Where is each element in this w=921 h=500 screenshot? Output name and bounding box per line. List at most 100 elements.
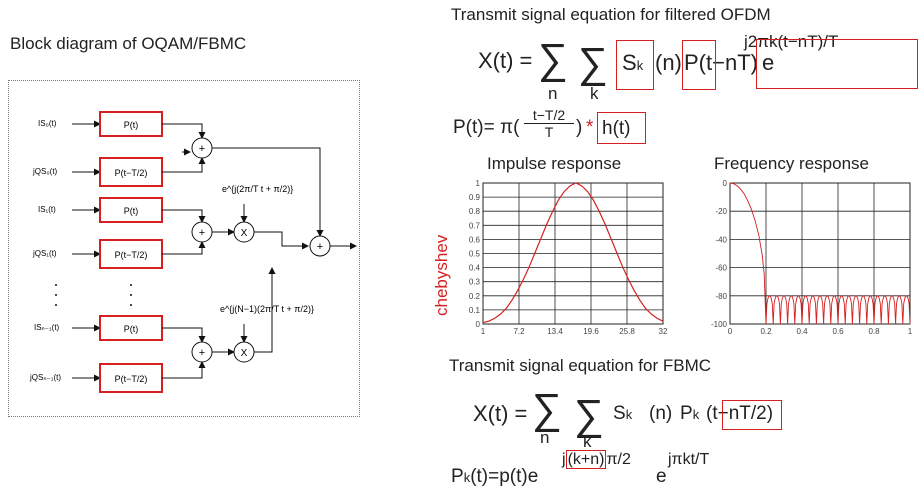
ofdm-p-box [682,40,716,90]
impulse-x-tick: 25.8 [619,327,635,336]
fbmc-sk: Sk [613,403,632,425]
sum-sign-n: ∑ [538,35,568,82]
fbmc-exp-b: jπkt/T [668,451,710,468]
frequency-y-tick: -40 [715,235,727,244]
fbmc-pk2-symbol: P [451,466,464,487]
ofdm-exp-box [756,39,918,89]
pt-close: ) [576,117,583,138]
impulse-y-tick: 0.2 [469,292,481,301]
fbmc-n-term: (n) [649,403,673,424]
block-diagram-title: Block diagram of OQAM/FBMC [10,34,247,53]
frequency-plot-area [729,182,911,325]
ht-box [597,112,646,144]
fbmc-exp-a-box-text: (k+n) [565,450,607,469]
ofdm-p-term: P(t−nT) [684,50,758,75]
fbmc-pk-sub: k [692,407,700,422]
filter-block-2: P(t) [99,197,163,223]
impulse-y-tick: 0.9 [469,193,481,202]
impulse-y-tick: 0.6 [469,235,481,244]
frequency-title: Frequency response [714,154,869,173]
svg-text:P(t): P(t) [124,206,139,216]
impulse-y-tick: 0.4 [469,264,481,273]
impulse-x-tick: 19.6 [583,327,599,336]
input-label-jqsn1: jQSₙ₋₁(t) [29,373,61,382]
svg-text:P(t): P(t) [124,324,139,334]
frequency-x-tick: 0.2 [760,327,772,336]
svg-text:P(t−T/2): P(t−T/2) [115,374,148,384]
fbmc-pk2-sub: k [463,470,471,485]
filter-block-0: P(t) [99,111,163,137]
fbmc-exp-a-rest: π/2 [606,451,631,468]
pt-fraction: t−T/2 T [524,107,574,140]
diagram-frame [8,80,360,417]
pt-lhs: P(t)= π( [453,117,520,138]
impulse-y-tick: 1 [476,179,481,188]
impulse-x-tick: 7.2 [513,327,525,336]
fbmc-arg-box [722,400,782,430]
fbmc-exp-a: j(k+n)π/2 [562,450,631,469]
ofdm-sk-symbol: S [622,50,637,75]
ht: h(t) [602,118,631,139]
input-label-jqs1: jQS₁(t) [32,249,57,258]
impulse-x-tick: 1 [481,327,486,336]
filter-block-4: P(t) [99,315,163,341]
fbmc-pk2: Pk(t)=p(t)e [451,466,538,488]
svg-text:P(t−T/2): P(t−T/2) [115,168,148,178]
ofdm-exp: j2πk(t−nT)/T [744,32,839,51]
sum-sign-k: ∑ [578,39,608,86]
final-adder: + [309,235,331,257]
fbmc-pk2-eq: (t)=p(t)e [470,466,539,487]
ofdm-e: e [762,50,775,75]
frequency-x-tick: 0.4 [796,327,808,336]
impulse-x-tick: 32 [659,327,668,336]
impulse-line [482,182,664,324]
svg-text:X: X [241,228,248,239]
ofdm-sk-sub: k [636,58,644,73]
fbmc-sk-symbol: S [613,403,626,424]
ofdm-n-term: (n) [655,50,682,75]
frequency-y-tick: -20 [715,207,727,216]
impulse-y-tick: 0.7 [469,221,481,230]
svg-text:+: + [199,227,205,239]
filter-block-3: P(t−T/2) [99,239,163,269]
impulse-y-tick: 0.5 [469,250,481,259]
ofdm-sk: Sk [622,50,643,76]
multiplier-1: X [233,341,255,363]
frequency-y-tick: 0 [723,179,728,188]
fbmc-title: Transmit signal equation for FBMC [449,356,712,375]
input-label-is0: IS₀(t) [38,119,57,128]
svg-text:X: X [241,348,248,359]
impulse-title: Impulse response [487,154,622,173]
fbmc-sk-sub: k [625,407,633,422]
frequency-y-tick: -60 [715,264,727,273]
impulse-y-tick: 0 [476,320,481,329]
svg-text:+: + [317,241,323,253]
frequency-x-tick: 0.8 [868,327,880,336]
ofdm-sum-k: k [590,84,599,103]
impulse-x-tick: 13.4 [547,327,563,336]
impulse-y-tick: 0.3 [469,278,481,287]
multiplier-0: X [233,221,255,243]
filter-block-1: P(t−T/2) [99,157,163,187]
fbmc-e2: e [656,466,667,487]
pt-den: T [544,124,554,140]
fbmc-sum-sign-k: ∑ [574,391,604,438]
svg-text:+: + [199,347,205,359]
frequency-y-tick: -100 [711,320,728,329]
oqam-block-diagram: IS₀(t) jQS₀(t) IS₁(t) jQS₁(t) ISₙ₋₁(t) j… [29,111,357,393]
ofdm-title: Transmit signal equation for filtered OF… [451,5,771,24]
exp-label-1: e^{j(2π/T t + π/2)} [222,184,293,194]
convolution-star: * [586,117,594,138]
fbmc-pk: Pk [680,403,699,425]
frequency-x-tick: 1 [908,327,913,336]
ofdm-xt: X(t) = [478,48,533,73]
impulse-y-tick: 0.8 [469,207,481,216]
svg-text:+: + [199,143,205,155]
input-label-jqs0: jQS₀(t) [32,167,58,176]
fbmc-xt: X(t) = [473,401,528,426]
fbmc-sum-k: k [583,432,592,451]
